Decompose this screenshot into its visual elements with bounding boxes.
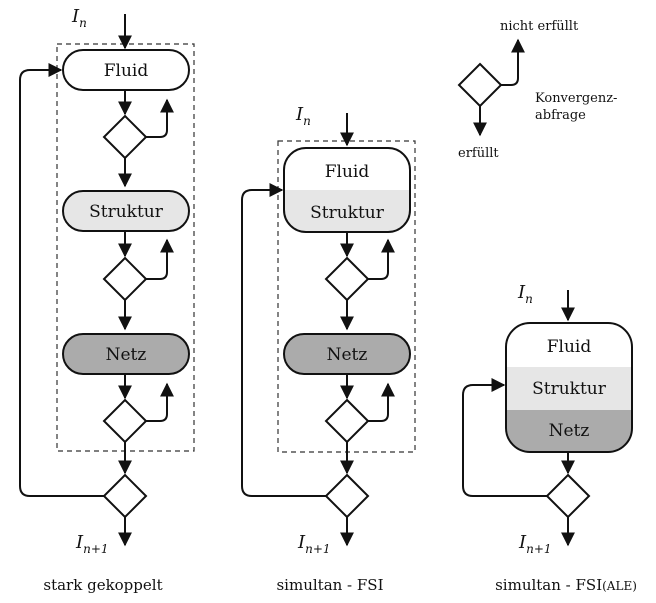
outer-convergence-diamond — [102, 473, 148, 519]
outer-convergence-diamond — [324, 473, 370, 519]
caption-stark-gekoppelt: stark gekoppelt — [43, 576, 162, 594]
legend-convergence-line2: abfrage — [535, 108, 586, 123]
netz-label: Netz — [549, 421, 590, 441]
legend: nicht erfüllt Konvergenz- abfrage erfüll… — [457, 19, 617, 161]
fluid-label: Fluid — [547, 337, 592, 357]
output-iteration-label: In+1 — [75, 532, 109, 556]
netz-label: Netz — [106, 345, 147, 365]
legend-satisfied: erfüllt — [458, 146, 499, 161]
convergence-check-diamond — [102, 398, 148, 444]
input-iteration-label: In — [517, 282, 533, 306]
scheme-stark-gekoppelt: In Fluid Struktur Netz In+1 stark gekopp… — [19, 6, 195, 594]
legend-diamond — [457, 62, 503, 108]
struktur-label: Struktur — [89, 202, 164, 222]
output-iteration-label: In+1 — [297, 532, 331, 556]
convergence-check-diamond — [324, 256, 370, 302]
scheme-simultan-fsi-ale: In Fluid Struktur Netz In+1 simultan - F… — [462, 282, 637, 594]
convergence-check-diamond — [324, 398, 370, 444]
convergence-check-diamond — [102, 256, 148, 302]
fluid-label: Fluid — [325, 162, 370, 182]
fluid-label: Fluid — [104, 61, 149, 81]
input-iteration-label: In — [295, 104, 311, 128]
outer-convergence-diamond — [545, 473, 591, 519]
struktur-label: Struktur — [310, 203, 385, 223]
caption-simultan-fsi: simultan - FSI — [276, 576, 383, 594]
convergence-check-diamond — [102, 114, 148, 160]
scheme-simultan-fsi: In Fluid Struktur Netz In+1 simultan — [241, 104, 416, 594]
output-iteration-label: In+1 — [518, 532, 552, 556]
caption-simultan-fsi-ale: simultan - FSI(ALE) — [495, 576, 637, 594]
legend-convergence-line1: Konvergenz- — [535, 91, 617, 106]
input-iteration-label: In — [71, 6, 87, 30]
netz-label: Netz — [327, 345, 368, 365]
legend-not-satisfied: nicht erfüllt — [500, 19, 579, 34]
struktur-label: Struktur — [532, 379, 607, 399]
